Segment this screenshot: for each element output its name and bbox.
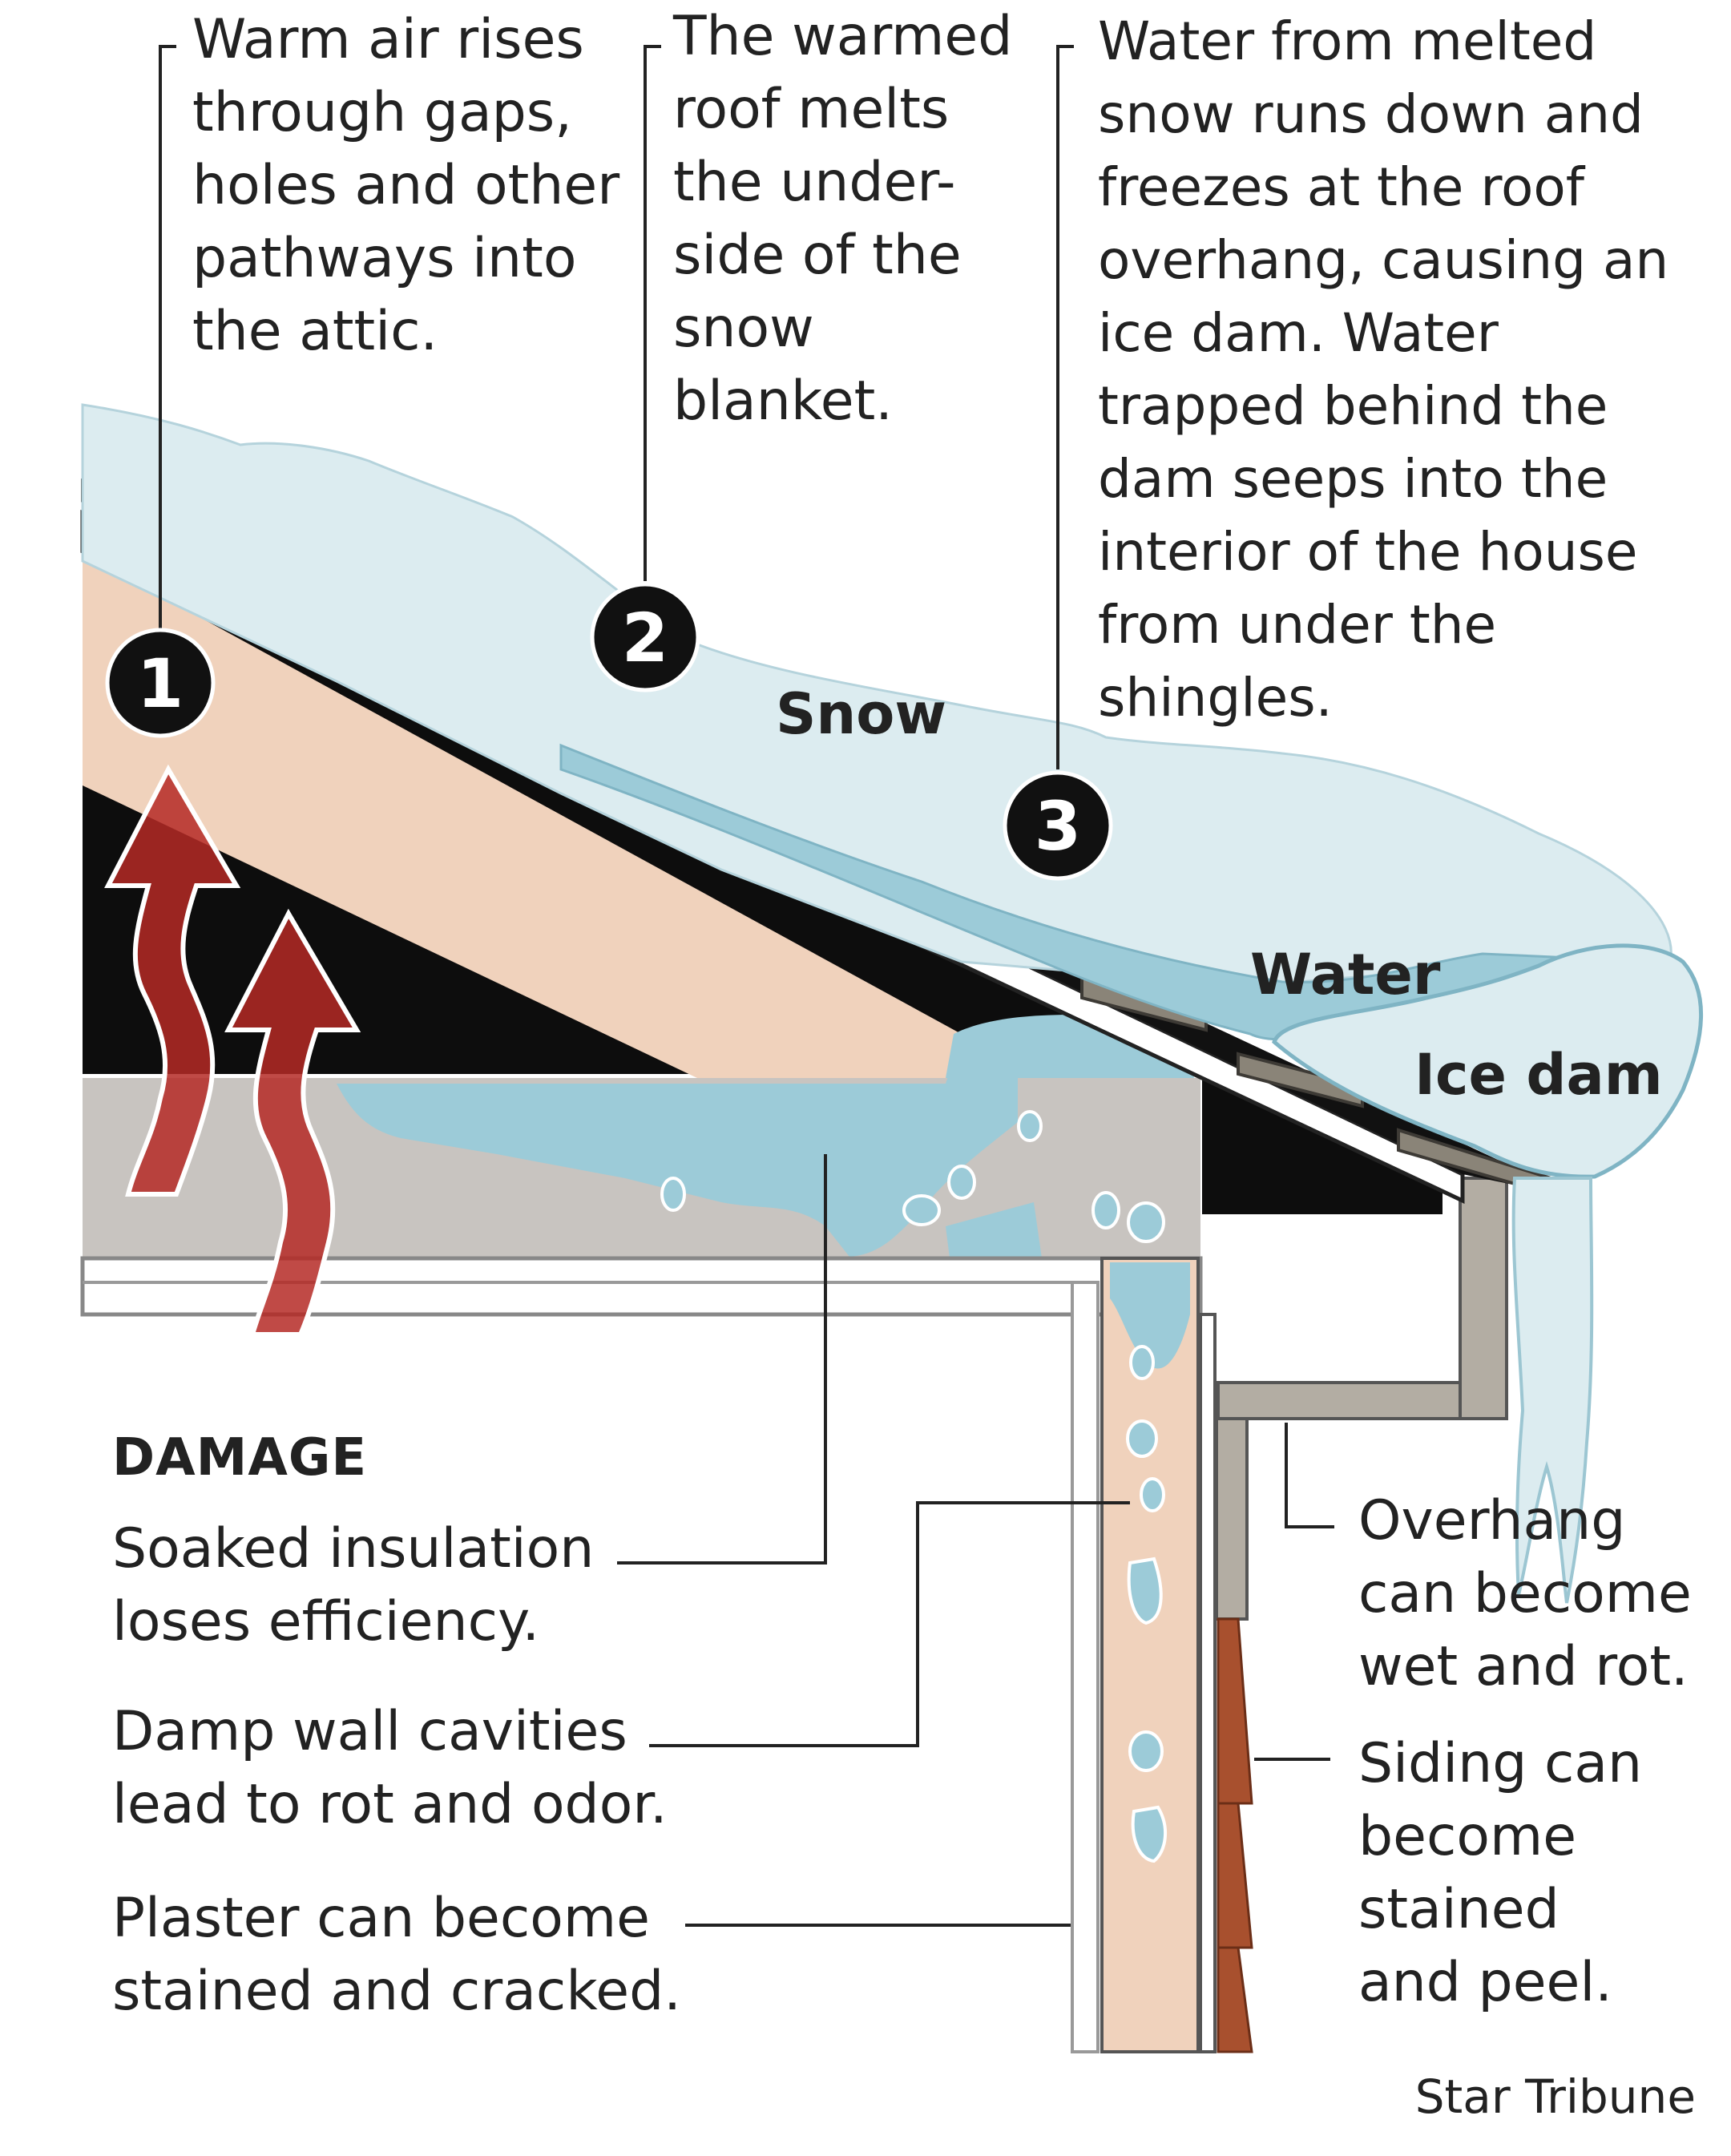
caption-line: ice dam. Water [1098,302,1499,364]
snow-blanket [81,403,1672,987]
damage-plaster: Plaster can become stained and cracked. [112,1882,681,2028]
step-2-number: 2 [622,599,668,677]
water-streak [946,1202,1042,1258]
wall-cavity [1100,1257,1200,2053]
damage-heading: DAMAGE [112,1428,368,1488]
caption-line: snow runs down and [1098,83,1644,145]
caption-line: blanket. [673,369,893,433]
step-3-badge [1003,770,1113,881]
step-2-badge [590,582,700,692]
caption-line: Warm air rises [192,8,584,71]
wall-drip [1126,1419,1158,1458]
step-3-caption: Water from melted snow runs down and fre… [1098,5,1668,734]
step-3-number: 3 [1035,787,1081,866]
caption-line: dam seeps into the [1098,448,1608,510]
caption-line: snow [673,297,814,360]
damage-insulation: Soaked insulation loses efficiency. [112,1512,594,1658]
caption-line: stained [1358,1878,1560,1941]
step-1-badge [105,628,216,738]
caption-line: holes and other [192,154,620,217]
step-1-number: 1 [137,644,184,723]
caption-line: trapped behind the [1098,375,1608,437]
caption-line: through gaps, [192,81,572,144]
caption-line: wet and rot. [1358,1635,1689,1698]
caption-line: pathways into [192,227,577,290]
caption-line: Overhang [1358,1489,1626,1552]
trim-board [1215,1417,1249,1621]
caption-line: shingles. [1098,667,1333,729]
leader-lines [159,45,1334,1927]
soffit [1217,1381,1468,1420]
caption-line: roof melts [673,78,950,141]
caption-line: stained and cracked. [112,1960,681,2023]
caption-line: Water from melted [1098,10,1597,72]
ice-dam-label: Ice dam [1414,1042,1663,1108]
water-drop [1127,1201,1165,1243]
caption-line: loses efficiency. [112,1590,540,1653]
water-drop [1091,1191,1120,1229]
wall-drip [1129,1345,1155,1380]
wall-drip [1128,1730,1164,1772]
caption-line: can become [1358,1562,1692,1625]
siding-note: Siding can become stained and peel. [1358,1727,1642,2019]
source-credit: Star Tribune [1414,2069,1696,2124]
caption-line: from under the [1098,594,1497,656]
fascia [1459,1177,1508,1420]
caption-line: become [1358,1805,1577,1868]
step-2-caption: The warmed roof melts the under- side of… [673,0,1012,438]
water-drop [660,1177,686,1212]
caption-line: the attic. [192,300,438,363]
icicle [1511,1177,1594,1604]
wall-cavity-water [1110,1262,1190,1369]
wall-drip [1131,1805,1168,1863]
caption-line: the under- [673,151,956,214]
caption-line: side of the [673,224,962,287]
caption-line: freezes at the roof [1098,156,1585,218]
roof-rafter [83,553,1042,1078]
water-drop [1017,1110,1043,1142]
caption-line: overhang, causing an [1098,229,1669,291]
wall-drip [1127,1556,1163,1625]
siding [1217,1617,1253,2053]
caption-line: Soaked insulation [112,1517,595,1581]
soaked-insulation-water [337,1084,1018,1257]
warm-air-arrow [104,764,241,1197]
interior-wall-plaster [1071,1281,1100,2053]
caption-line: interior of the house [1098,521,1638,583]
warm-air-arrow [224,908,361,1337]
water-label: Water [1250,942,1441,1007]
step-1-caption: Warm air rises through gaps, holes and o… [192,3,619,368]
caption-line: Siding can [1358,1732,1643,1795]
caption-line: The warmed [673,5,1013,68]
water-drop [902,1194,941,1226]
caption-line: and peel. [1358,1951,1612,2014]
caption-line: lead to rot and odor. [112,1773,668,1836]
snow-label: Snow [776,681,946,747]
damage-wall-cavities: Damp wall cavities lead to rot and odor. [112,1695,668,1841]
ceiling-plaster [80,1256,1203,1317]
wall-drip [1140,1477,1165,1512]
overhang-note: Overhang can become wet and rot. [1358,1484,1692,1703]
caption-line: Damp wall cavities [112,1700,627,1763]
ice-dam [1272,943,1704,1179]
caption-line: Plaster can become [112,1887,650,1950]
water-drop [947,1165,976,1200]
exterior-sheathing [1199,1313,1217,2053]
